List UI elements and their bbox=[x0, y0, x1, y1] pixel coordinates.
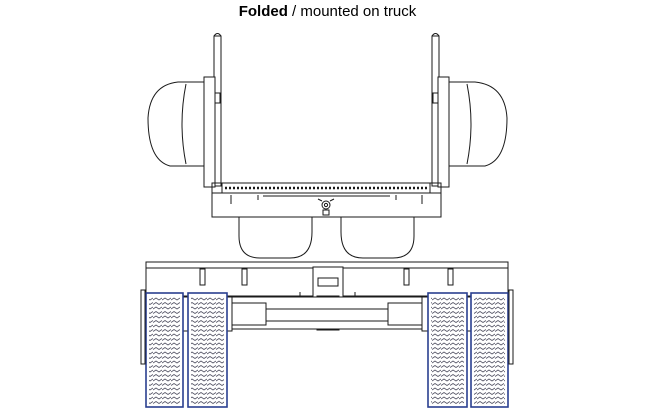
truck-rear bbox=[145, 261, 509, 332]
left-lamp-housing bbox=[147, 81, 205, 167]
diagram-title: Folded / mounted on truck bbox=[0, 2, 655, 22]
left-mudflap-edge bbox=[140, 289, 146, 365]
right-cylinder-housing bbox=[340, 216, 415, 259]
left-cylinder-housing bbox=[238, 216, 313, 259]
right-lamp-housing bbox=[448, 81, 508, 167]
right-mudflap-edge bbox=[508, 289, 514, 365]
left-side-bracket bbox=[203, 76, 216, 188]
right-side-bracket bbox=[437, 76, 450, 188]
center-lock bbox=[317, 198, 335, 216]
tire-left-outer bbox=[145, 292, 184, 408]
title-rest-part: / mounted on truck bbox=[287, 3, 417, 20]
title-bold-part: Folded bbox=[238, 3, 288, 20]
tire-right-outer bbox=[470, 292, 509, 408]
tire-left-inner bbox=[187, 292, 228, 408]
rear-axle-frame bbox=[231, 296, 423, 330]
tire-right-inner bbox=[427, 292, 468, 408]
folded-platform bbox=[147, 33, 508, 259]
